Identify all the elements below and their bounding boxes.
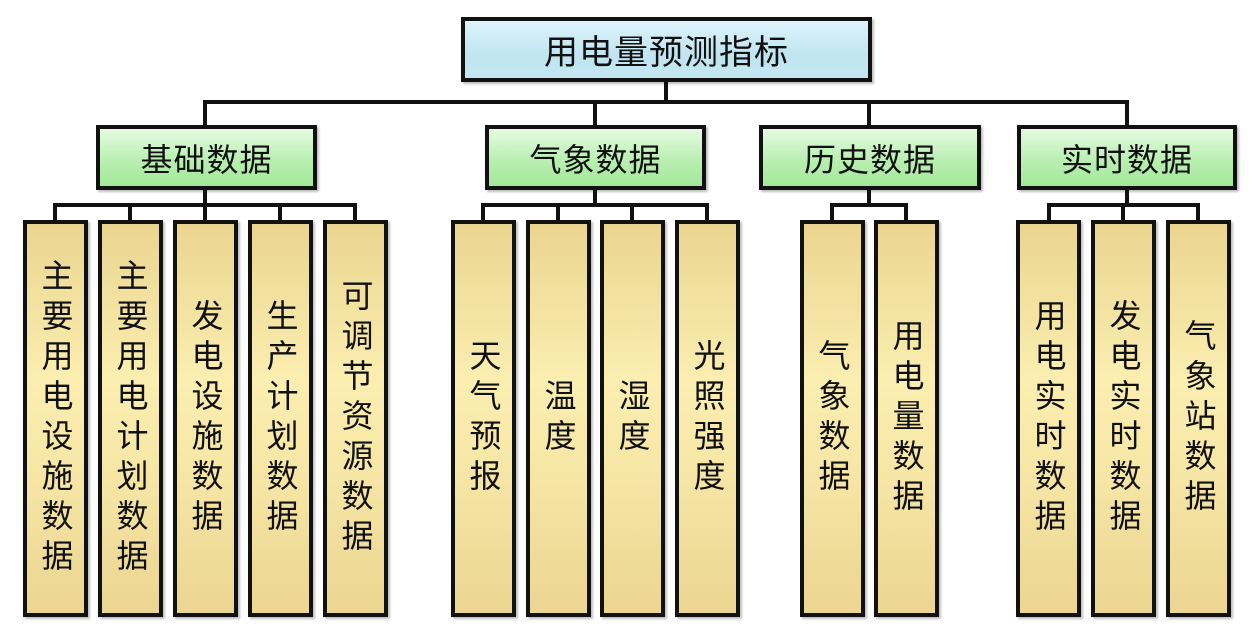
category-label: 实时数据 [1060, 140, 1193, 179]
leaf-label: 温度 [539, 378, 578, 459]
leaf-node: 主要用电计划数据 [98, 220, 163, 617]
leaf-label: 主要用电计划数据 [111, 258, 150, 579]
category-weather-data: 气象数据 [485, 125, 706, 190]
leaf-node: 用电实时数据 [1016, 220, 1081, 617]
leaf-node: 发电设施数据 [173, 220, 238, 617]
leaf-node: 湿度 [600, 220, 665, 617]
root-label: 用电量预测指标 [544, 33, 789, 73]
leaf-label: 气象数据 [813, 338, 852, 499]
category-history-data: 历史数据 [759, 125, 981, 190]
category-realtime-data: 实时数据 [1017, 125, 1237, 190]
leaf-node: 温度 [526, 220, 591, 617]
leaf-node: 光照强度 [675, 220, 740, 617]
leaf-label: 可调节资源数据 [336, 278, 375, 559]
leaf-node: 生产计划数据 [248, 220, 313, 617]
category-label: 历史数据 [803, 140, 936, 179]
category-label: 基础数据 [140, 140, 273, 179]
leaf-label: 气象站数据 [1179, 318, 1218, 519]
leaf-label: 光照强度 [688, 338, 727, 499]
leaf-label: 主要用电设施数据 [36, 258, 75, 579]
category-basic-data: 基础数据 [96, 125, 317, 190]
leaf-node: 用电量数据 [874, 220, 939, 617]
leaf-label: 生产计划数据 [261, 298, 300, 539]
leaf-node: 发电实时数据 [1091, 220, 1156, 617]
leaf-label: 发电设施数据 [186, 298, 225, 539]
leaf-label: 用电量数据 [887, 318, 926, 519]
leaf-node: 天气预报 [451, 220, 516, 617]
leaf-label: 发电实时数据 [1104, 298, 1143, 539]
leaf-label: 天气预报 [464, 338, 503, 499]
leaf-label: 湿度 [613, 378, 652, 459]
root-node: 用电量预测指标 [461, 17, 872, 82]
leaf-node: 气象数据 [800, 220, 865, 617]
leaf-node: 气象站数据 [1166, 220, 1231, 617]
leaf-node: 主要用电设施数据 [23, 220, 88, 617]
leaf-node: 可调节资源数据 [323, 220, 388, 617]
category-label: 气象数据 [529, 140, 662, 179]
leaf-label: 用电实时数据 [1029, 298, 1068, 539]
